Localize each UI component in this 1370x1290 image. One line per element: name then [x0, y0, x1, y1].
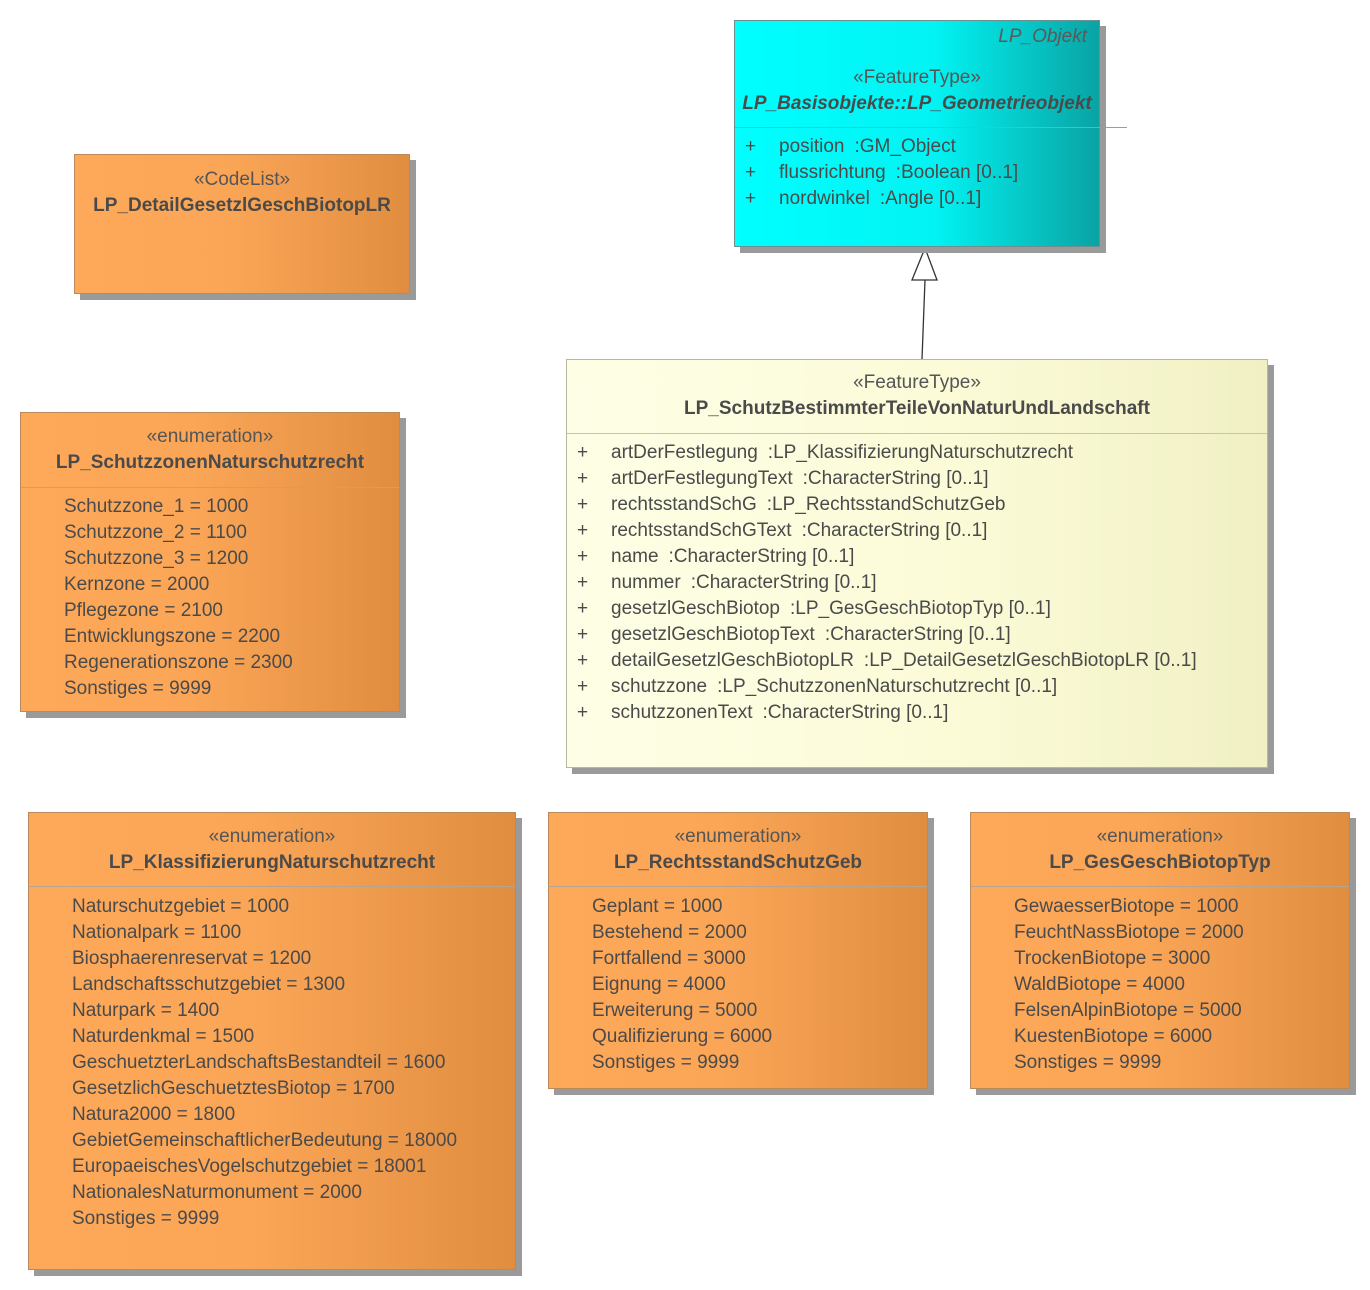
attribute-row: +rechtsstandSchGText:CharacterString [0.… [577, 520, 988, 541]
attribute-row: +schutzzonenText:CharacterString [0..1] [577, 702, 949, 723]
stereotype-label: «enumeration» [208, 826, 336, 847]
class-header: «enumeration» LP_RechtsstandSchutzGeb [549, 813, 927, 876]
literal-row: GewaesserBiotope = 1000 [1014, 896, 1239, 917]
literal-row: Schutzzone_3 = 1200 [64, 548, 249, 569]
literal-row: FelsenAlpinBiotope = 5000 [1014, 1000, 1242, 1021]
literal-row: Sonstiges = 9999 [72, 1208, 220, 1229]
generalization-arrowhead [911, 246, 938, 281]
literal-row: TrockenBiotope = 3000 [1014, 948, 1211, 969]
literal-row: Regenerationszone = 2300 [64, 652, 293, 673]
class-header: «enumeration» LP_GesGeschBiotopTyp [971, 813, 1349, 876]
attribute-row: +schutzzone:LP_SchutzzonenNaturschutzrec… [577, 676, 1058, 697]
class-name: LP_DetailGesetzlGeschBiotopLR [93, 195, 391, 216]
compartment-separator [549, 886, 927, 887]
attribute-row: +position:GM_Object [745, 136, 956, 157]
stereotype-label: «enumeration» [146, 426, 274, 447]
stereotype-label: «FeatureType» [853, 67, 981, 88]
compartment-separator [567, 433, 1267, 434]
class-name: LP_GesGeschBiotopTyp [1049, 852, 1271, 873]
class-name: LP_KlassifizierungNaturschutzrecht [108, 852, 436, 873]
enum-schutzzonen[interactable]: «enumeration» LP_SchutzzonenNaturschutzr… [20, 412, 400, 712]
enum-biotoptyp[interactable]: «enumeration» LP_GesGeschBiotopTyp Gewae… [970, 812, 1350, 1089]
literal-row: Naturdenkmal = 1500 [72, 1026, 255, 1047]
class-name: LP_SchutzBestimmterTeileVonNaturUndLands… [684, 398, 1150, 419]
literal-row: Nationalpark = 1100 [72, 922, 242, 943]
attribute-row: +flussrichtung:Boolean [0..1] [745, 162, 1019, 183]
literal-row: Naturpark = 1400 [72, 1000, 220, 1021]
literal-row: NationalesNaturmonument = 2000 [72, 1182, 362, 1203]
class-header: «FeatureType» LP_SchutzBestimmterTeileVo… [567, 360, 1267, 422]
generalization-line [921, 279, 926, 360]
enum-rechtsstand[interactable]: «enumeration» LP_RechtsstandSchutzGeb Ge… [548, 812, 928, 1089]
literal-row: Schutzzone_2 = 1100 [64, 522, 247, 543]
literal-row: Natura2000 = 1800 [72, 1104, 236, 1125]
literal-list: Naturschutzgebiet = 1000 Nationalpark = … [72, 894, 515, 1232]
literal-row: Entwicklungszone = 2200 [64, 626, 281, 647]
literal-row: GeschuetzterLandschaftsBestandteil = 160… [72, 1052, 446, 1073]
literal-list: Schutzzone_1 = 1000 Schutzzone_2 = 1100 … [64, 494, 399, 702]
class-geometrieobjekt[interactable]: LP_Objekt «FeatureType» LP_Basisobjekte:… [734, 20, 1127, 247]
attribute-row: +artDerFestlegungText:CharacterString [0… [577, 468, 989, 489]
attribute-list: +artDerFestlegung:LP_KlassifizierungNatu… [577, 440, 1267, 726]
attribute-row: +gesetzlGeschBiotop:LP_GesGeschBiotopTyp… [577, 598, 1051, 619]
compartment-separator [735, 127, 1127, 128]
compartment-separator [21, 487, 399, 488]
attribute-row: +nummer:CharacterString [0..1] [577, 572, 877, 593]
attribute-list: +position:GM_Object +flussrichtung:Boole… [745, 134, 1099, 212]
class-name: LP_SchutzzonenNaturschutzrecht [55, 452, 365, 473]
literal-row: KuestenBiotope = 6000 [1014, 1026, 1213, 1047]
literal-row: Geplant = 1000 [592, 896, 723, 917]
attribute-row: +artDerFestlegung:LP_KlassifizierungNatu… [577, 442, 1073, 463]
stereotype-label: «enumeration» [1096, 826, 1224, 847]
literal-row: Erweiterung = 5000 [592, 1000, 758, 1021]
class-codelist-detail-biotop[interactable]: «CodeList» LP_DetailGesetzlGeschBiotopLR [74, 154, 410, 294]
compartment-separator [29, 886, 515, 887]
stereotype-label: «CodeList» [193, 169, 291, 190]
literal-row: Sonstiges = 9999 [592, 1052, 740, 1073]
class-header: «enumeration» LP_SchutzzonenNaturschutzr… [21, 413, 399, 476]
literal-row: EuropaeischesVogelschutzgebiet = 18001 [72, 1156, 427, 1177]
class-header: «enumeration» LP_KlassifizierungNatursch… [29, 813, 515, 876]
literal-row: Pflegezone = 2100 [64, 600, 223, 621]
attribute-row: +name:CharacterString [0..1] [577, 546, 855, 567]
stereotype-label: «enumeration» [674, 826, 802, 847]
literal-list: Geplant = 1000 Bestehend = 2000 Fortfall… [592, 894, 927, 1076]
class-schutzbestimmter-teile[interactable]: «FeatureType» LP_SchutzBestimmterTeileVo… [566, 359, 1268, 768]
class-header: «CodeList» LP_DetailGesetzlGeschBiotopLR [75, 155, 409, 219]
literal-row: Biosphaerenreservat = 1200 [72, 948, 312, 969]
enum-klassifizierung[interactable]: «enumeration» LP_KlassifizierungNatursch… [28, 812, 516, 1270]
literal-row: Landschaftsschutzgebiet = 1300 [72, 974, 346, 995]
literal-row: Eignung = 4000 [592, 974, 726, 995]
stereotype-label: «FeatureType» [853, 372, 981, 393]
class-name: LP_RechtsstandSchutzGeb [613, 852, 863, 873]
literal-row: Naturschutzgebiet = 1000 [72, 896, 290, 917]
attribute-row: +rechtsstandSchG:LP_RechtsstandSchutzGeb [577, 494, 1006, 515]
literal-row: GesetzlichGeschuetztesBiotop = 1700 [72, 1078, 395, 1099]
tagged-value-label: LP_Objekt [998, 26, 1087, 47]
attribute-row: +nordwinkel:Angle [0..1] [745, 188, 982, 209]
class-name: LP_Basisobjekte::LP_Geometrieobjekt [742, 93, 1092, 114]
literal-row: Schutzzone_1 = 1000 [64, 496, 249, 517]
literal-row: Fortfallend = 3000 [592, 948, 746, 969]
compartment-separator [971, 886, 1349, 887]
literal-list: GewaesserBiotope = 1000 FeuchtNassBiotop… [1014, 894, 1349, 1076]
literal-row: WaldBiotope = 4000 [1014, 974, 1185, 995]
literal-row: FeuchtNassBiotope = 2000 [1014, 922, 1244, 943]
literal-row: Kernzone = 2000 [64, 574, 210, 595]
literal-row: Sonstiges = 9999 [64, 678, 212, 699]
literal-row: Qualifizierung = 6000 [592, 1026, 773, 1047]
attribute-row: +gesetzlGeschBiotopText:CharacterString … [577, 624, 1011, 645]
attribute-row: +detailGesetzlGeschBiotopLR:LP_DetailGes… [577, 650, 1197, 671]
literal-row: GebietGemeinschaftlicherBedeutung = 1800… [72, 1130, 458, 1151]
class-header: «FeatureType» LP_Basisobjekte::LP_Geomet… [735, 21, 1099, 117]
literal-row: Sonstiges = 9999 [1014, 1052, 1162, 1073]
literal-row: Bestehend = 2000 [592, 922, 747, 943]
